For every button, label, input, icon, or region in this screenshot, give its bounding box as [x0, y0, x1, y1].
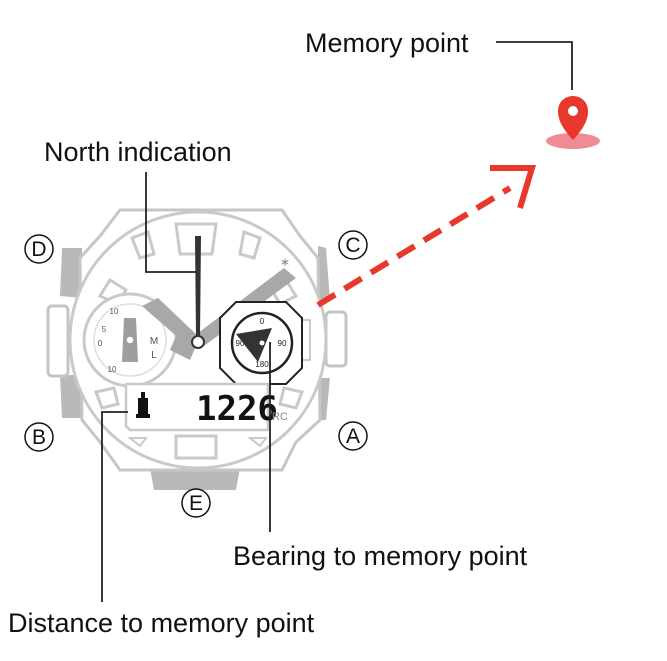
bearing-label: Bearing to memory point [233, 541, 528, 571]
distance-leader [101, 411, 128, 602]
button-b-label: B [32, 426, 46, 449]
button-labels: D B C A E [24, 230, 368, 518]
direction-arrow [316, 165, 537, 308]
rc-mark: RC [272, 411, 288, 423]
compass-e: 90 [278, 339, 287, 348]
sub-dial-zero-num: 0 [98, 339, 103, 348]
sub-dial-top-num: 10 [110, 307, 119, 316]
button-a-circle [338, 421, 368, 451]
compass-w: 90 [236, 339, 245, 348]
callout-lines [101, 41, 573, 602]
north-indication-leader [145, 172, 196, 273]
button-d-circle [24, 234, 54, 264]
button-a-label: A [346, 425, 360, 448]
compass-window: 0 90 180 90 [219, 301, 303, 385]
compass-s: 180 [255, 360, 269, 369]
memory-point-leader [496, 41, 573, 90]
button-e-label: E [189, 492, 203, 515]
sub-dial-mid-num: 5 [102, 325, 107, 334]
lcd-display: 1226 RC [124, 382, 288, 432]
button-c-circle [338, 230, 368, 260]
north-indication-label: North indication [44, 137, 232, 167]
compass-bearing-pointer [236, 328, 272, 362]
button-d-label: D [31, 238, 46, 261]
distance-label: Distance to memory point [8, 608, 315, 638]
sub-dial-l: L [151, 350, 157, 361]
button-b-circle [24, 422, 54, 452]
button-e-circle [181, 488, 211, 518]
compass-n: 0 [260, 317, 265, 326]
sub-dial-bottom-num: 10 [108, 365, 117, 374]
memory-point-pin-icon [546, 96, 600, 149]
north-indication-hand [195, 236, 201, 338]
lcd-value: 1226 [196, 389, 278, 429]
distance-icon [136, 392, 150, 418]
button-c-label: C [345, 234, 360, 257]
memory-point-label: Memory point [305, 28, 469, 58]
sub-dial-m: M [150, 336, 158, 347]
bluetooth-mark: ∗ [280, 255, 290, 269]
